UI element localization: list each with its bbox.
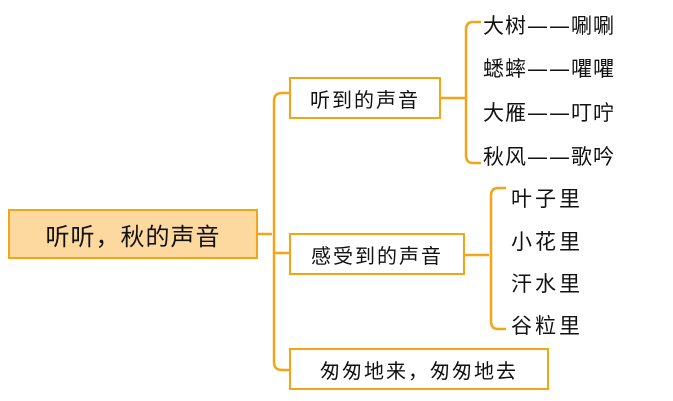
leaf-item: 秋风——歌吟 [483, 145, 615, 169]
leaf-item: 大雁——叮咛 [483, 101, 615, 125]
leaf-item: 叶子里 [511, 187, 583, 211]
branch-label: 匆匆地来，匆匆地去 [320, 358, 518, 383]
branch-label: 感受到的声音 [311, 243, 443, 268]
branch-heard-sounds: 听到的声音 [289, 77, 441, 119]
leaf-item: 大树——唰唰 [483, 14, 615, 38]
leaf-item: 小花里 [511, 230, 583, 254]
leaf-item: 谷粒里 [511, 314, 583, 338]
leaf-item: 汗水里 [511, 272, 583, 296]
root-label: 听听，秋的声音 [45, 222, 221, 251]
branch-1-bracket [464, 20, 481, 165]
branch-label: 听到的声音 [310, 87, 420, 112]
branch-come-and-go: 匆匆地来，匆匆地去 [289, 348, 549, 390]
leaf-item: 蟋蟀——㘗㘗 [483, 57, 615, 81]
branch-felt-sounds: 感受到的声音 [289, 233, 465, 275]
branch-2-bracket [489, 186, 506, 331]
main-bracket [272, 91, 289, 372]
root-node: 听听，秋的声音 [8, 209, 258, 259]
